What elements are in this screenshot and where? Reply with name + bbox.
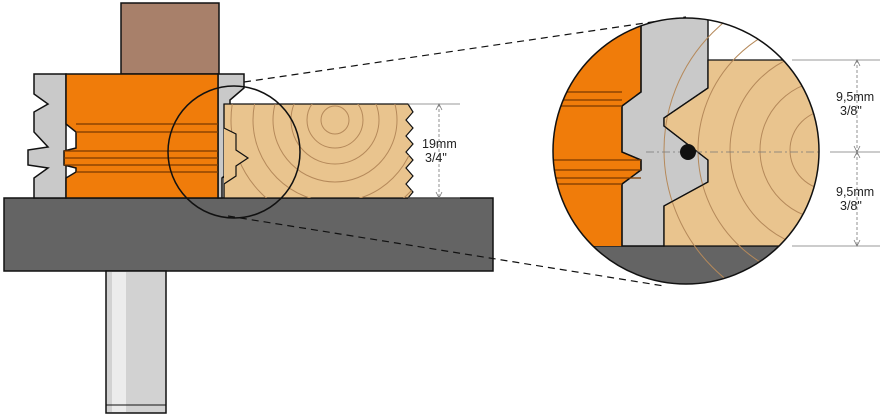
steel-wing-left (27, 73, 67, 199)
dim-arrow-top (435, 103, 443, 111)
zoom-wood-rings (663, 18, 819, 284)
lower-half-imperial: 3/8" (840, 199, 862, 213)
ring (789, 109, 819, 191)
cutter-orange (63, 73, 219, 199)
bearing-body (120, 2, 220, 75)
cutter-groove-lines (64, 123, 218, 173)
projection-line-bottom (227, 215, 665, 287)
zoom-table (553, 246, 819, 284)
ring (272, 104, 398, 183)
zoom-cutter-edge (621, 18, 642, 246)
bearing (120, 2, 220, 75)
ring (759, 79, 819, 221)
zoom-detail (552, 17, 820, 285)
table-top (3, 197, 494, 272)
workpiece-left-profile (223, 104, 250, 198)
zoom-wood-profile (663, 60, 709, 246)
ring (290, 104, 380, 165)
router-shank (105, 270, 167, 414)
stock-thickness-metric: 19mm (422, 137, 457, 151)
zoom-circle-outline (552, 17, 820, 285)
dim-arrow-bottom (435, 191, 443, 199)
lower-half-metric: 9,5mm (836, 185, 874, 199)
ring (320, 105, 350, 135)
ring (230, 104, 413, 198)
stock-thickness-imperial: 3/4" (425, 151, 447, 165)
ring (697, 18, 819, 283)
dim-arrow (853, 151, 861, 159)
stock-thickness-dimension: 19mm 3/4" (408, 103, 460, 199)
magnifier-circle (167, 85, 301, 219)
workpiece-left-rings (230, 104, 413, 198)
ring (252, 104, 413, 198)
cutter-body (27, 73, 245, 199)
ring (306, 104, 364, 149)
workpiece-left (223, 103, 414, 199)
dim-arrow (853, 59, 861, 67)
router-table (3, 197, 494, 272)
shank-shading (112, 272, 126, 412)
ring (663, 18, 819, 284)
zoom-center-dot (680, 144, 696, 160)
dim-arrow (853, 239, 861, 247)
half-thickness-dimensions: 9,5mm 3/8" 9,5mm 3/8" (792, 59, 880, 247)
ring (729, 49, 819, 251)
projection-line-top (243, 16, 687, 83)
upper-half-metric: 9,5mm (836, 90, 874, 104)
upper-half-imperial: 3/8" (840, 104, 862, 118)
workpiece-left-board (223, 103, 414, 199)
